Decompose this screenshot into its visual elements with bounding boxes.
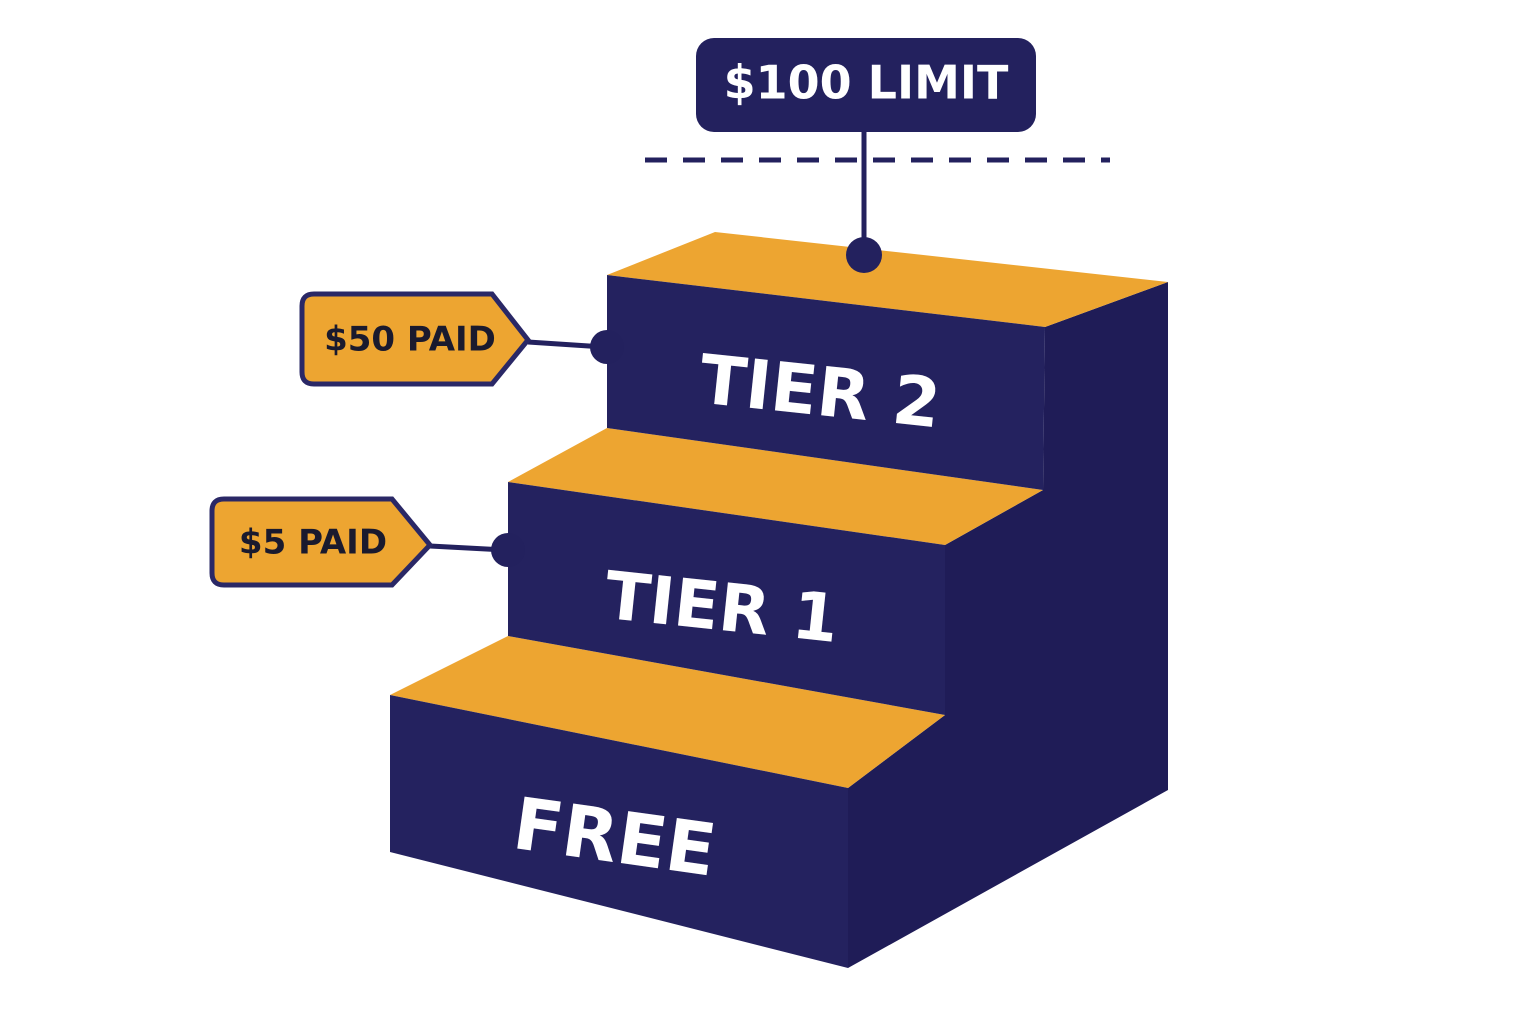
tier-1-price-label: $5 PAID (239, 523, 387, 563)
tier-1-front (508, 482, 945, 715)
tier-2-price-tag (299, 291, 532, 387)
limit-label: $100 LIMIT (724, 56, 1009, 110)
tier-2-price-label: $50 PAID (324, 320, 496, 360)
free-front (390, 695, 848, 968)
tier-1-price-tag (209, 496, 434, 588)
tier-2-tag-dot (590, 330, 624, 364)
tier-1-tag-dot (491, 533, 525, 567)
tier-2-front (607, 275, 1045, 490)
staircase-side-face (848, 282, 1168, 968)
limit-connector-dot (846, 237, 882, 273)
tier-1-tread (508, 428, 1043, 545)
limit-label-box (696, 38, 1036, 132)
free-tread (390, 636, 945, 788)
tier-2-tread (607, 232, 1168, 327)
